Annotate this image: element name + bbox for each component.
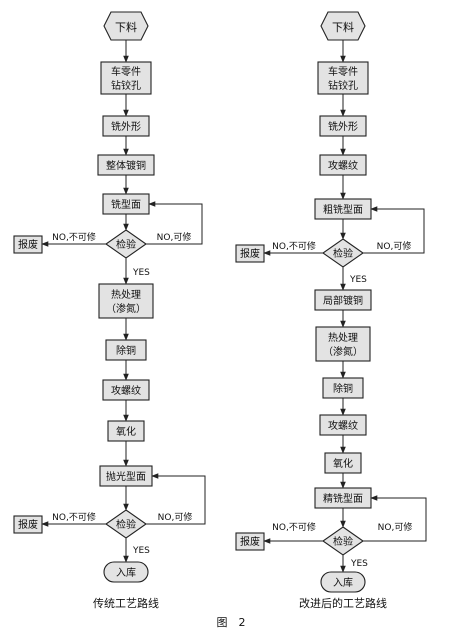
right-no-repair-2-label: NO,可修 — [378, 521, 413, 533]
left-scrap-1-label: 报废 — [18, 238, 38, 251]
right-step-turn-label-1: 车零件 — [328, 65, 358, 78]
left-no-scrap-1-label: NO,不可修 — [52, 231, 96, 243]
left-end-label: 入库 — [116, 566, 136, 579]
left-step-mill-profile-label: 铣型面 — [111, 198, 141, 211]
right-step-turn-drill — [317, 61, 369, 95]
left-scrap-1-box — [13, 235, 43, 254]
right-step-tapping-1-label: 攻螺纹 — [328, 159, 358, 172]
left-step-oxidation-label: 氧化 — [116, 425, 136, 438]
figure-caption: 图 2 — [217, 616, 246, 629]
right-step-heat-treatment-label-1: 热处理 — [328, 331, 358, 344]
left-step-full-copper-plating-label: 整体镀铜 — [106, 159, 146, 172]
right-end-label: 入库 — [333, 576, 353, 589]
left-no-repair-1-label: NO,可修 — [157, 231, 192, 243]
right-start-label: 下料 — [332, 20, 354, 34]
right-no-repair-1-label: NO,可修 — [377, 240, 412, 252]
left-step-heat-treatment-label-2: （渗氮） — [106, 302, 146, 315]
right-scrap-2-box — [235, 532, 265, 551]
right-end-node — [320, 571, 366, 593]
right-yes-2-label: YES — [350, 559, 368, 569]
right-scrap-1-box — [235, 244, 265, 263]
left-no-scrap-2-label: NO,不可修 — [52, 511, 96, 523]
left-yes-2-label: YES — [132, 546, 150, 556]
left-start-label: 下料 — [115, 20, 137, 34]
left-start-node — [103, 11, 149, 41]
left-flow: 下料 车零件 钻铰孔 铣外形 整体镀铜 铣型面 检验 NO,不可修 报废 NO,… — [13, 11, 206, 610]
right-no-scrap-2-label: NO,不可修 — [272, 521, 316, 533]
right-flow: 下料 车零件 钻铰孔 铣外形 攻螺纹 粗铣型面 检验 NO,不可修 报废 NO,… — [235, 11, 427, 610]
right-step-mill-outline-label: 铣外形 — [328, 120, 358, 133]
left-yes-1-label: YES — [132, 268, 150, 278]
left-scrap-2-box — [13, 515, 43, 534]
left-check-2-label: 检验 — [116, 518, 136, 531]
left-step-turn-drill — [100, 61, 152, 95]
right-check-2-label: 检验 — [333, 535, 353, 548]
right-step-tapping-2-label: 攻螺纹 — [328, 419, 358, 432]
left-no-repair-2-label: NO,可修 — [158, 511, 193, 523]
right-step-local-copper-plating-label: 局部镀铜 — [323, 294, 363, 307]
right-step-oxidation-label: 氧化 — [333, 457, 353, 470]
left-step-turn-label-1: 车零件 — [111, 65, 141, 78]
left-end-node — [103, 561, 149, 583]
left-step-heat-treatment-label-1: 热处理 — [111, 288, 141, 301]
left-step-polish-profile-label: 抛光型面 — [106, 470, 146, 483]
left-step-turn-label-2: 钻铰孔 — [111, 79, 141, 92]
right-step-rough-mill-profile-label: 粗铣型面 — [323, 203, 363, 216]
right-step-heat-treatment-label-2: （渗氮） — [323, 345, 363, 358]
right-step-finish-mill-profile-label: 精铣型面 — [323, 492, 363, 505]
left-scrap-2-label: 报废 — [18, 518, 38, 531]
right-check-1-label: 检验 — [333, 247, 353, 260]
right-no-scrap-1-label: NO,不可修 — [272, 240, 316, 252]
right-step-turn-label-2: 钻铰孔 — [328, 79, 358, 92]
left-check-1-label: 检验 — [116, 238, 136, 251]
left-route-title: 传统工艺路线 — [93, 596, 159, 610]
right-route-title: 改进后的工艺路线 — [299, 596, 387, 610]
right-step-heat-treatment — [315, 326, 371, 362]
left-step-remove-copper-label: 除铜 — [116, 344, 136, 357]
left-step-heat-treatment — [98, 283, 154, 319]
right-start-node — [320, 11, 366, 41]
right-scrap-1-label: 报废 — [240, 247, 260, 260]
left-step-tapping-label: 攻螺纹 — [111, 384, 141, 397]
right-yes-1-label: YES — [349, 275, 367, 285]
right-step-remove-copper-label: 除铜 — [333, 382, 353, 395]
left-step-mill-outline-label: 铣外形 — [111, 120, 141, 133]
right-scrap-2-label: 报废 — [240, 535, 260, 548]
